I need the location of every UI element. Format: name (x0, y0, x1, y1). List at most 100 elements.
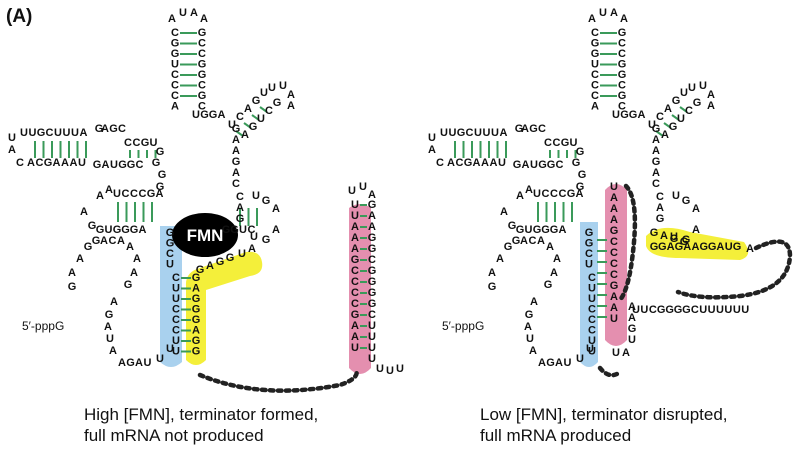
nucleotide: A (652, 145, 660, 157)
nucleotide: U (449, 127, 457, 139)
nucleotide: G (252, 95, 261, 107)
nucleotide: G (166, 238, 175, 250)
nucleotide: G (508, 220, 517, 232)
nucleotide: A (692, 203, 700, 215)
nucleotide: G (198, 59, 207, 71)
nucleotide: U (525, 224, 533, 236)
nucleotide: G (652, 123, 661, 135)
nucleotide: C (591, 90, 599, 102)
nucleotide: G (141, 137, 150, 149)
nucleotide: G (93, 159, 102, 171)
nucleotide: G (682, 304, 691, 316)
nucleotide: G (124, 279, 133, 291)
nucleotide: G (512, 235, 521, 247)
left-caption-line1: High [FMN], terminator formed, (84, 405, 319, 424)
nucleotide: U (150, 137, 158, 149)
nucleotide: C (236, 111, 244, 123)
nucleotide: G (682, 195, 691, 207)
nucleotide: G (92, 235, 101, 247)
nucleotide: C (198, 101, 206, 113)
nucleotide: A (521, 123, 529, 135)
nucleotide: C (588, 272, 596, 284)
nucleotide: U (250, 231, 258, 243)
nucleotide: C (172, 272, 180, 284)
nucleotide: U (172, 346, 180, 358)
nucleotide: A (27, 157, 35, 169)
nucleotide: C (550, 188, 558, 200)
nucleotide: G (156, 181, 165, 193)
nucleotide: G (368, 232, 377, 244)
nucleotide: G (192, 314, 201, 326)
nucleotide: U (588, 335, 596, 347)
base-pair (655, 130, 664, 137)
nucleotide: A (8, 144, 16, 156)
yellow-highlight (185, 251, 263, 365)
nucleotide: C (610, 236, 618, 248)
base-pair (259, 106, 268, 113)
nucleotide: A (351, 221, 359, 233)
nucleotide: A (553, 253, 561, 265)
highlight-layer (160, 184, 749, 374)
five-prime-label: 5′-pppG (442, 319, 484, 333)
nucleotide: U (610, 313, 618, 325)
nucleotide: G (515, 123, 524, 135)
nucleotide: G (700, 241, 709, 253)
nucleotide: G (368, 265, 377, 277)
nucleotide: A (622, 347, 630, 359)
nucleotide: G (578, 169, 587, 181)
nucleotide: G (652, 156, 661, 168)
nucleotide: U (368, 320, 376, 332)
nucleotide: C (529, 235, 537, 247)
nucleotide: U (741, 304, 749, 316)
nucleotide: U (368, 331, 376, 343)
nucleotide: A (610, 192, 618, 204)
nucleotide: C (538, 123, 546, 135)
nucleotide: U (192, 109, 200, 121)
nucleotide: U (677, 113, 685, 125)
nucleotide: C (556, 159, 564, 171)
nucleotide: A (610, 7, 618, 19)
nucleotide: G (158, 169, 167, 181)
nucleotide: U (260, 87, 268, 99)
nucleotide: A (667, 241, 675, 253)
nucleotide: U (725, 241, 733, 253)
nucleotide: C (109, 235, 117, 247)
nucleotide: A (135, 357, 143, 369)
nucleotide: A (68, 267, 76, 279)
nucleotide: C (436, 157, 444, 169)
nucleotide: A (248, 243, 256, 255)
nucleotide: A (664, 103, 672, 115)
nucleotide: A (287, 89, 295, 101)
nucleotide: U (172, 283, 180, 295)
nucleotide: G (546, 357, 555, 369)
nucleotide: G (618, 90, 627, 102)
nucleotide: A (692, 224, 700, 236)
nucleotide: C (351, 287, 359, 299)
nucleotide: C (591, 27, 599, 39)
nucleotide: G (610, 225, 619, 237)
nucleotide: G (232, 123, 241, 135)
nucleotide: A (500, 206, 508, 218)
pink-highlight (605, 184, 627, 346)
nucleotide: U (29, 127, 37, 139)
nucleotide: U (591, 59, 599, 71)
nucleotide: G (68, 281, 77, 293)
nucleotide: C (610, 269, 618, 281)
nucleotide: C (685, 105, 693, 117)
nucleotide: C (172, 325, 180, 337)
nucleotide: G (650, 241, 659, 253)
nucleotide: C (171, 90, 179, 102)
nucleotide: C (122, 188, 130, 200)
nucleotide: A (272, 224, 280, 236)
nucleotide: A (610, 203, 618, 215)
nucleotide: C (265, 105, 273, 117)
nucleotide: G (576, 146, 585, 158)
nucleotide: U (351, 199, 359, 211)
nucleotide: A (428, 144, 436, 156)
nucleotide: A (490, 157, 498, 169)
nucleotide: A (351, 243, 359, 255)
nucleotide: G (682, 234, 691, 246)
nucleotide: U (20, 127, 28, 139)
nucleotide: U (228, 119, 236, 131)
